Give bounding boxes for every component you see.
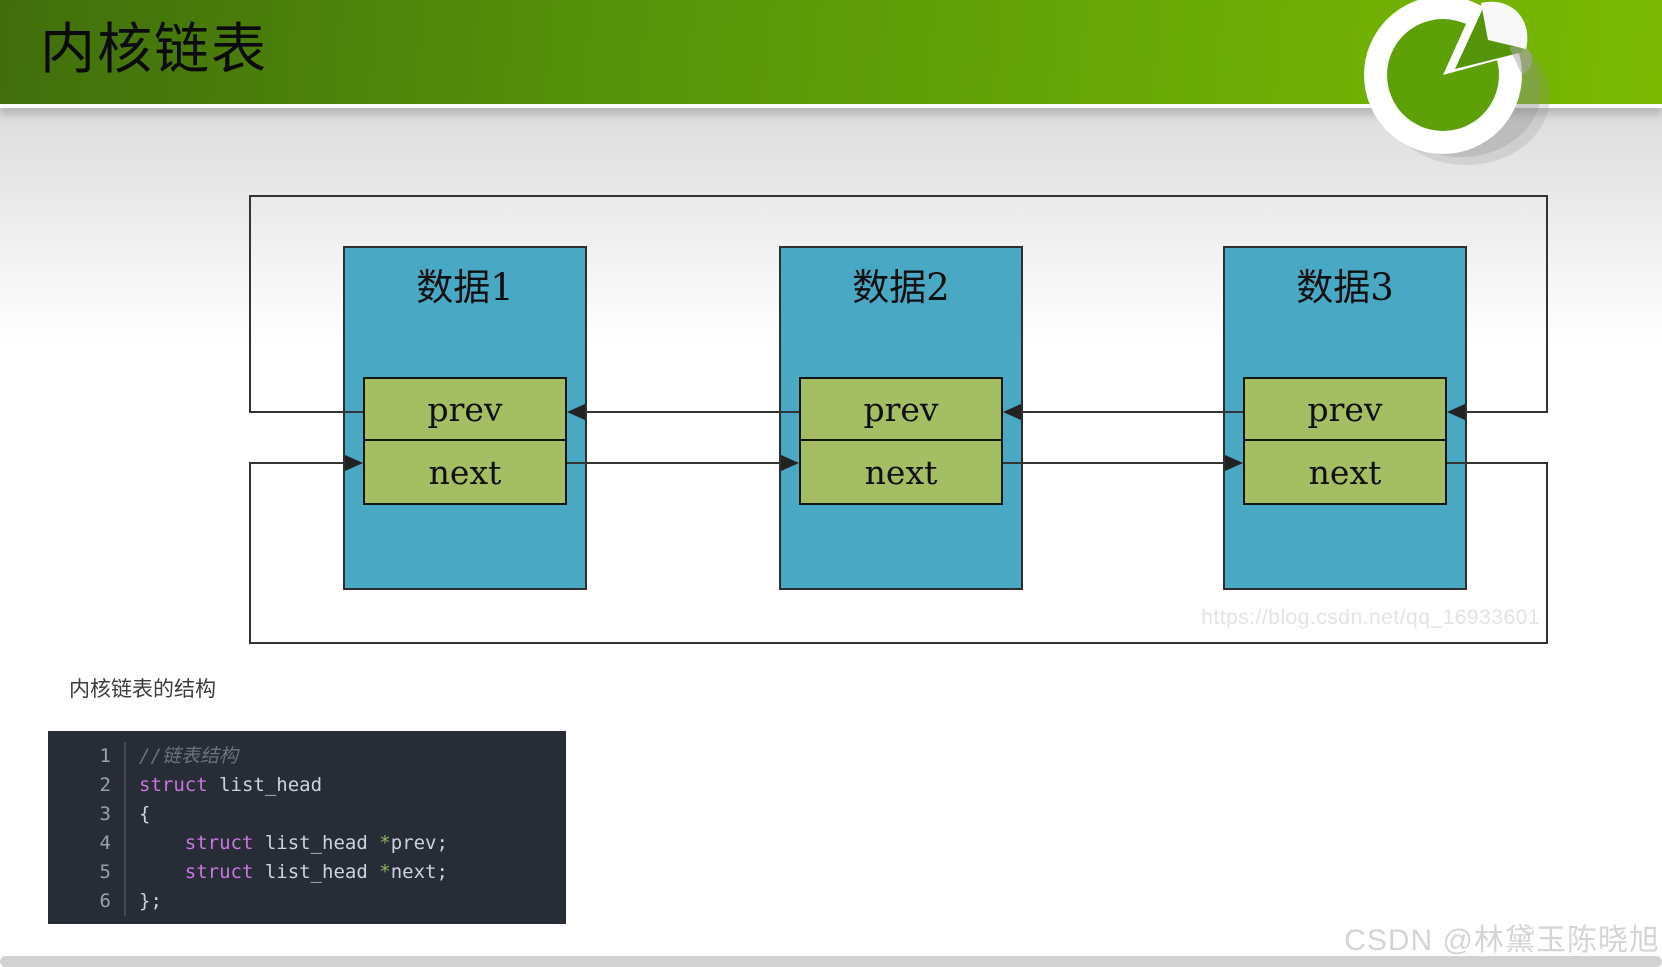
node-data-label: 数据2 [852, 266, 950, 309]
list-node-1: 数据1 prev next [343, 246, 587, 590]
code-pointer-star: * [379, 861, 391, 883]
pointer-fields: prev next [799, 377, 1003, 505]
line-number: 5 [99, 861, 111, 883]
list-node-3: 数据3 prev next [1223, 246, 1467, 590]
prev-field: prev [1243, 377, 1447, 441]
code-text: //链表结构 [124, 742, 238, 771]
pointer-fields: prev next [363, 377, 567, 505]
node-data-label: 数据3 [1296, 266, 1394, 309]
code-line: 4 struct list_head *prev; [48, 829, 566, 858]
next-field: next [363, 441, 567, 505]
code-text: struct list_head [124, 771, 322, 800]
code-text: struct list_head *prev; [124, 829, 448, 858]
prev-field: prev [799, 377, 1003, 441]
section-caption: 内核链表的结构 [69, 678, 216, 701]
code-identifier: list_head [253, 832, 380, 854]
list-node-2: 数据2 prev next [779, 246, 1023, 590]
logo-fold-shadow [1509, 45, 1533, 75]
code-indent [139, 832, 185, 854]
logo-fold [1481, 1, 1528, 50]
page-title: 内核链表 [40, 17, 269, 81]
code-line: 5 struct list_head *next; [48, 858, 566, 887]
horizontal-scrollbar[interactable] [0, 956, 1662, 967]
code-text: { [124, 800, 150, 829]
code-line: 6 }; [48, 887, 566, 916]
code-line: 2 struct list_head [48, 771, 566, 800]
pie-chart-logo [1364, 0, 1550, 165]
code-comment: //链表结构 [139, 745, 238, 767]
code-identifier: list_head [253, 861, 380, 883]
code-line: 1 //链表结构 [48, 742, 566, 771]
code-keyword: struct [184, 861, 254, 883]
code-text: struct list_head *next; [124, 858, 448, 887]
code-identifier: prev; [390, 832, 448, 854]
footer-watermark: CSDN @林黛玉陈晓旭 [1344, 924, 1660, 957]
code-text: }; [124, 887, 162, 916]
diagram-watermark: https://blog.csdn.net/qq_16933601 [1201, 606, 1540, 629]
line-number: 6 [99, 890, 111, 912]
next-field: next [799, 441, 1003, 505]
code-keyword: struct [139, 774, 208, 796]
code-brace: }; [139, 890, 162, 912]
code-indent [139, 861, 185, 883]
pointer-fields: prev next [1243, 377, 1447, 505]
code-line: 3 { [48, 800, 566, 829]
line-number: 2 [99, 774, 111, 796]
code-identifier: list_head [207, 774, 323, 796]
next-field: next [1243, 441, 1447, 505]
code-keyword: struct [184, 832, 254, 854]
line-number: 1 [99, 745, 111, 767]
code-pointer-star: * [379, 832, 391, 854]
code-identifier: next; [390, 861, 448, 883]
code-brace: { [139, 803, 151, 825]
prev-field: prev [363, 377, 567, 441]
line-number: 3 [99, 803, 111, 825]
node-data-label: 数据1 [416, 266, 514, 309]
code-block: 1 //链表结构 2 struct list_head 3 { 4 struct… [48, 731, 566, 924]
line-number: 4 [99, 832, 111, 854]
